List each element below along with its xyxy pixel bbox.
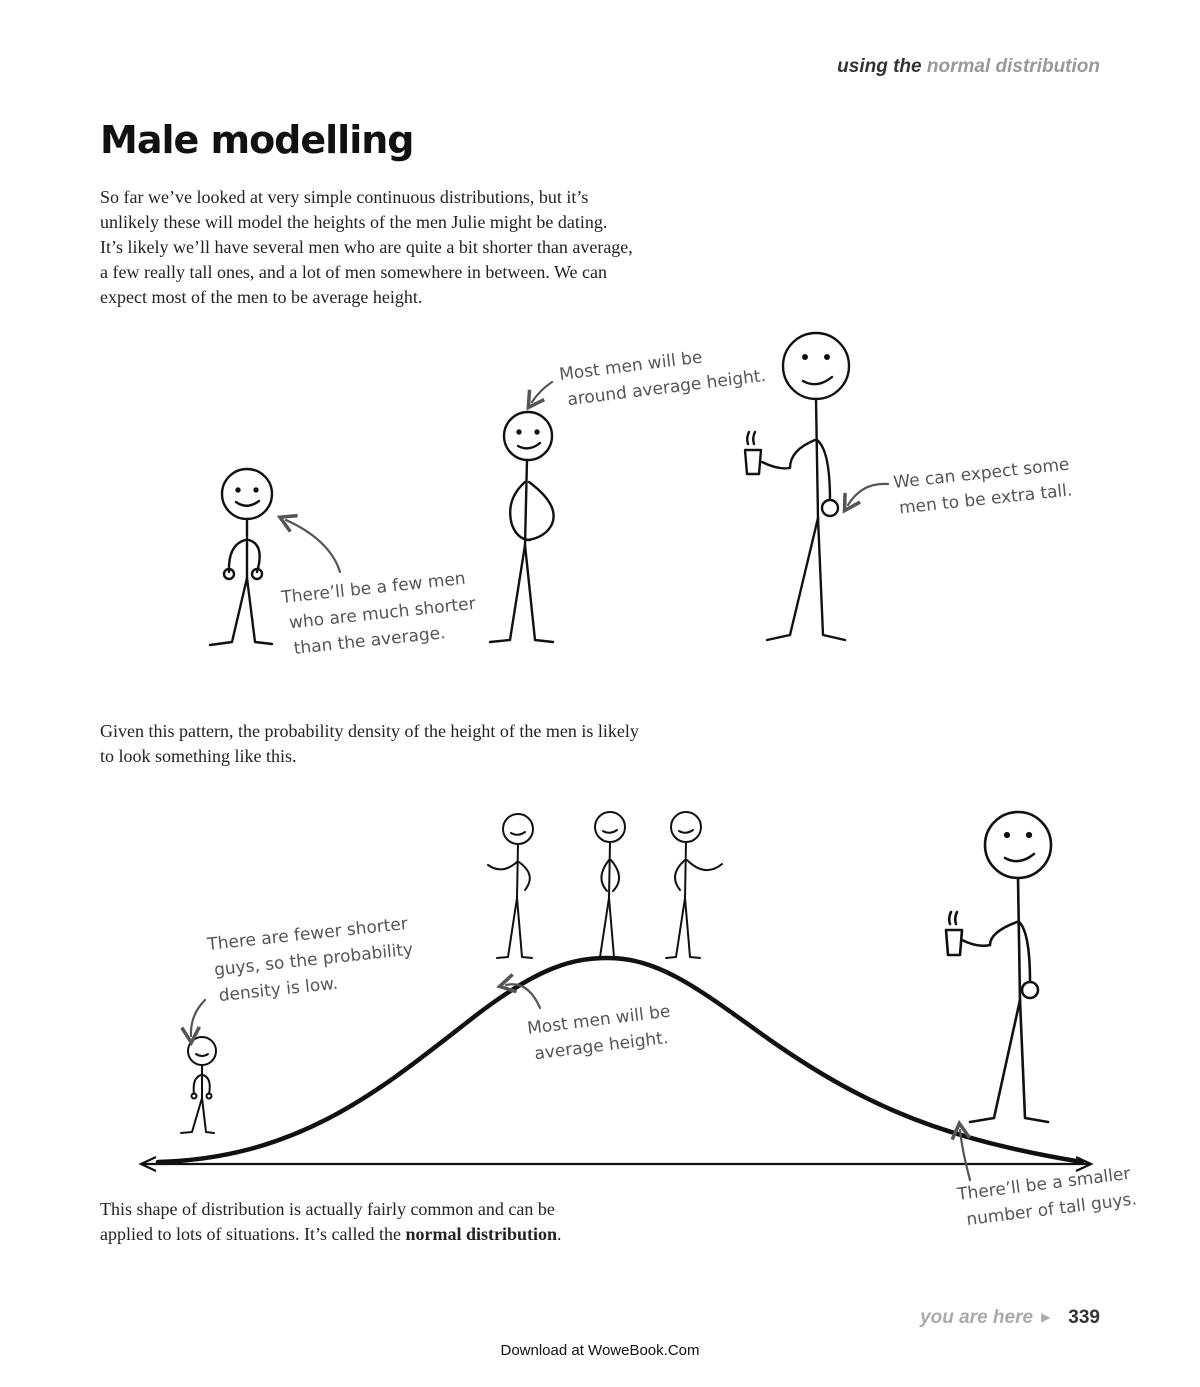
average-stick-figure-right [665,811,723,959]
closing-line: This shape of distribution is actually f… [100,1199,555,1219]
page-number: 339 [1068,1307,1100,1328]
tall-stick-figure-right [944,810,1053,1124]
tall-arrow [842,482,890,514]
closing-paragraph: This shape of distribution is actually f… [100,1197,720,1247]
fewer-note: There are fewer shorter guys, so the pro… [205,913,422,1007]
normal-distribution-term: normal distribution [405,1224,557,1244]
closing-suffix: . [556,1224,562,1244]
intro-paragraph: So far we’ve looked at very simple conti… [100,185,740,310]
closing-prefix: applied to lots of situations. It’s call… [100,1224,406,1244]
short-arrow [276,513,342,574]
fewer-note-line: density is low. [218,974,339,1006]
average-arrow [526,380,554,411]
running-header: using the normal distribution [837,56,1100,78]
intro-line: unlikely these will model the heights of… [100,212,608,232]
tall-guys-arrow [950,1119,972,1182]
intro-line: a few really tall ones, and a lot of men… [100,262,608,282]
page-footer: you are here ▶ 339 [920,1307,1100,1329]
intro-line: expect most of the men to be average hei… [100,287,423,307]
pattern-line: to look something like this. [100,746,297,766]
tiny-stick-figure [180,1036,217,1134]
pattern-paragraph: Given this pattern, the probability dens… [100,719,760,769]
most-note: Most men will be average height. [526,1001,680,1065]
most-arrow [496,973,542,1010]
page-title: Male modelling [100,118,414,162]
intro-line: So far we’ve looked at very simple conti… [100,187,589,207]
you-are-here-label: you are here [920,1307,1034,1328]
horizontal-axis [138,1156,1094,1172]
header-topic: normal distribution [926,56,1100,77]
download-credit: Download at WoweBook.Com [500,1342,700,1359]
short-stick-figure [208,467,274,647]
fewer-arrow [180,998,207,1047]
average-stick-figure-center [589,811,626,959]
tall-stick-figure [743,331,851,642]
intro-line: It’s likely we’ll have several men who a… [100,237,633,257]
closing-line: applied to lots of situations. It’s call… [100,1222,720,1247]
tall-guys-note: There’ll be a smaller number of tall guy… [955,1163,1140,1231]
height-illustration: There’ll be a few men who are much short… [208,331,1073,659]
pattern-line: Given this pattern, the probability dens… [100,721,639,741]
triangle-right-icon: ▶ [1041,1310,1051,1324]
bell-curve [155,955,1085,1165]
average-stick-figure [488,410,555,644]
header-prefix: using the [837,56,922,77]
average-stick-figure-left [487,813,534,959]
